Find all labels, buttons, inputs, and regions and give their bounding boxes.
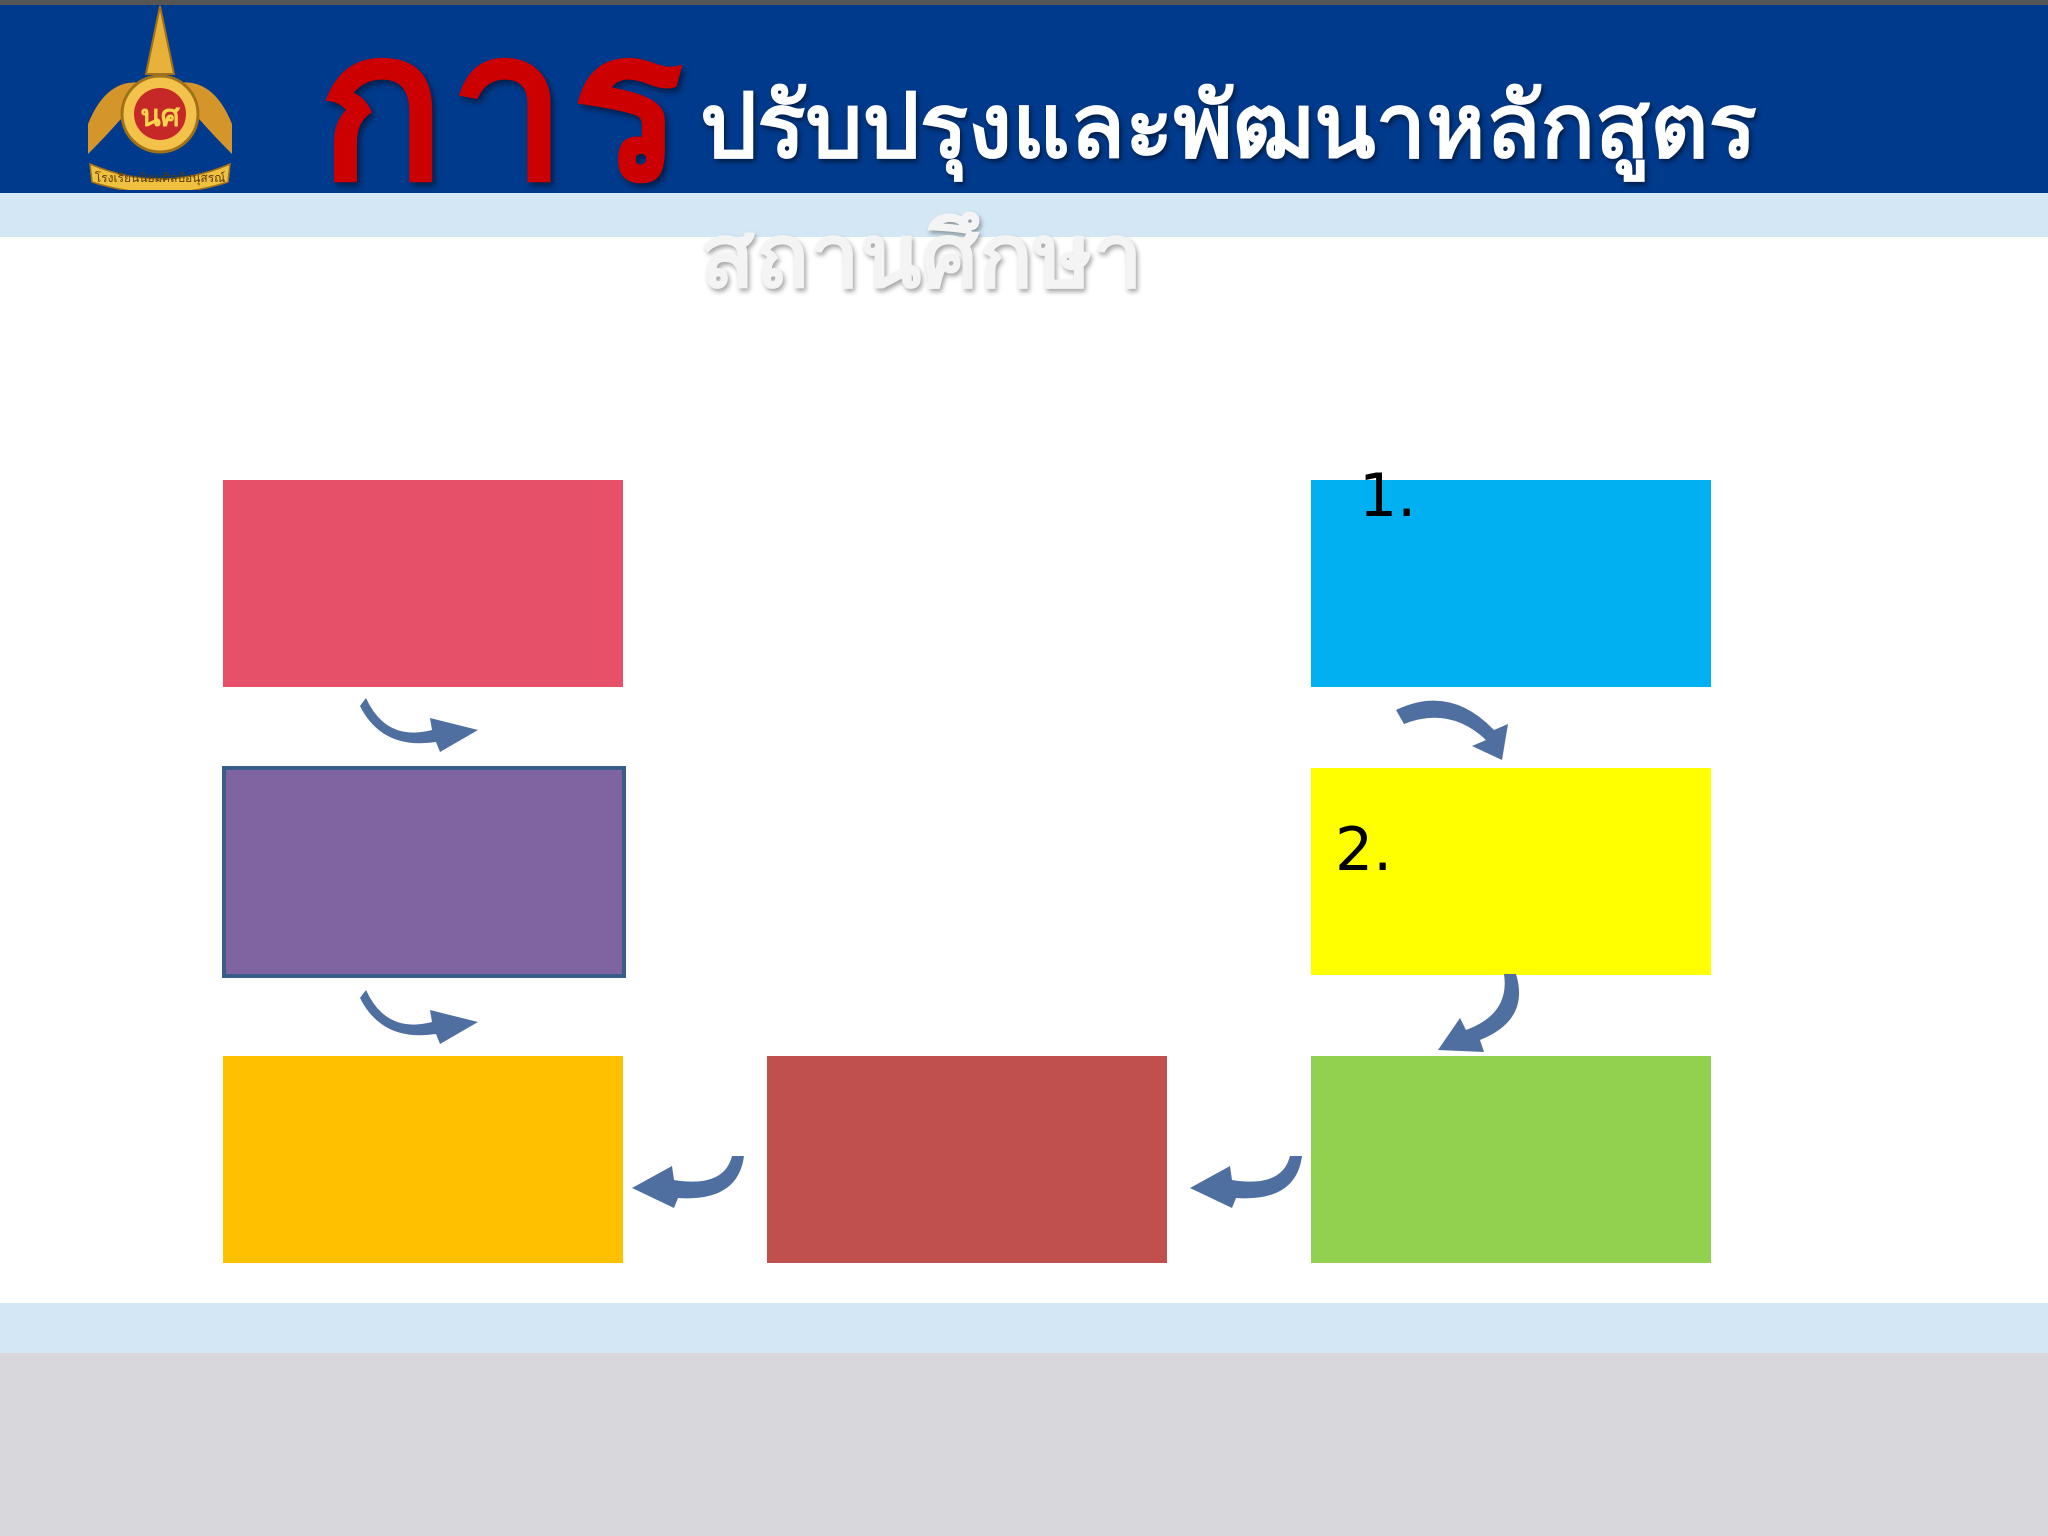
step-4-box — [767, 1056, 1167, 1263]
arrow-5-to-6 — [360, 990, 478, 1044]
emblem-inner-disc — [134, 88, 186, 140]
step-5-box — [223, 1056, 623, 1263]
arrow-1-to-2 — [1396, 700, 1508, 760]
emblem-spire — [144, 5, 176, 75]
footer-stripe — [0, 1303, 2048, 1353]
arrow-6-to-7 — [360, 698, 478, 752]
emblem-ribbon — [89, 162, 231, 190]
title-emphasis: การ — [318, 0, 688, 229]
emblem-ribbon-text: โรงเรียนนิยมศิลป์อนุสรณ์ — [95, 171, 226, 186]
step-1-label: 1. — [1359, 461, 1417, 531]
step-2-label: 2. — [1335, 815, 1393, 885]
arrow-2-to-3 — [1438, 974, 1520, 1052]
title-line-1: ปรับปรุงและพัฒนาหลักสูตร — [700, 74, 1757, 179]
arrow-4-to-5 — [632, 1156, 744, 1208]
title-line-2: สถานศึกษา — [700, 204, 1143, 309]
school-emblem-icon: นศ โรงเรียนนิยมศิลป์อนุสรณ์ — [88, 5, 232, 190]
step-6-box — [222, 766, 626, 978]
step-3-box — [1311, 1056, 1711, 1263]
header-band — [0, 5, 2048, 193]
step-1-box: 1. — [1311, 466, 1711, 687]
arrow-3-to-4 — [1190, 1156, 1302, 1208]
header-stripe — [0, 193, 2048, 237]
step-7-box — [223, 480, 623, 687]
step-2-box: 2. — [1311, 768, 1711, 975]
footer-area — [0, 1353, 2048, 1536]
emblem-monogram: นศ — [140, 99, 181, 134]
top-border — [0, 0, 2048, 5]
